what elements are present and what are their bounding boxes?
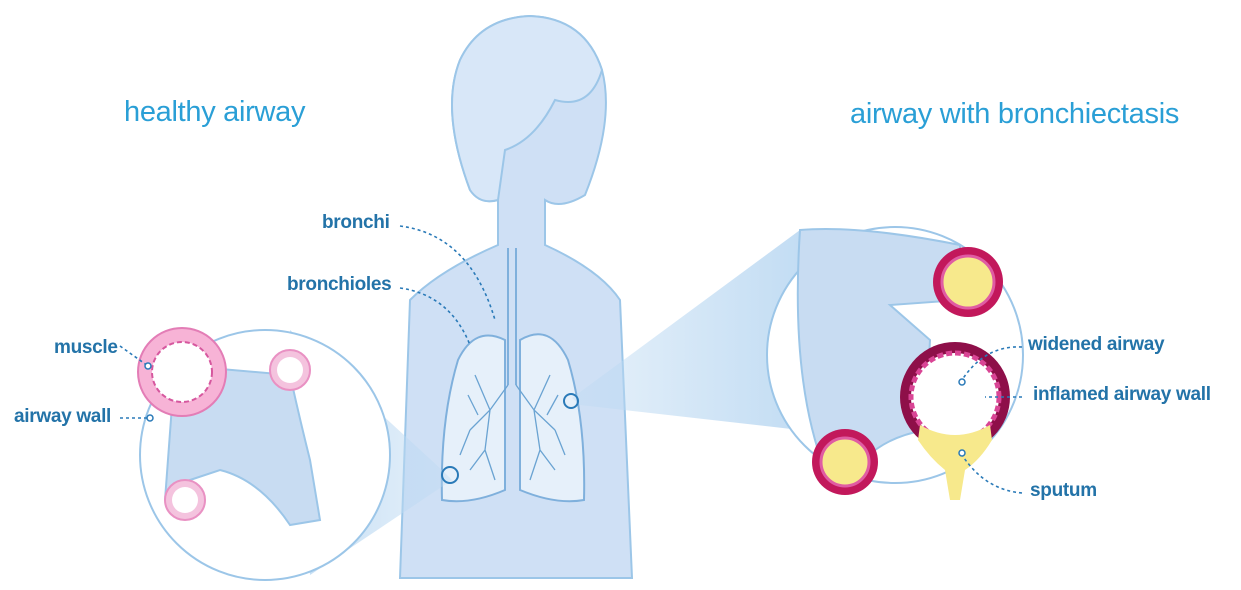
healthy-airway-magnified [138, 328, 390, 580]
bronchiectasis-title: airway with bronchiectasis [850, 98, 1179, 131]
bronchioles-label: bronchioles [287, 274, 391, 296]
sputum-label: sputum [1030, 480, 1097, 502]
muscle-label: muscle [54, 337, 118, 359]
widened-airway-label: widened airway [1028, 334, 1164, 356]
airway-wall-label: airway wall [14, 406, 111, 428]
healthy-airway-title: healthy airway [124, 96, 305, 129]
bronchiectasis-magnified [767, 227, 1023, 500]
inflamed-airway-wall-label: inflamed airway wall [1033, 384, 1211, 406]
bronchi-label: bronchi [322, 212, 390, 234]
